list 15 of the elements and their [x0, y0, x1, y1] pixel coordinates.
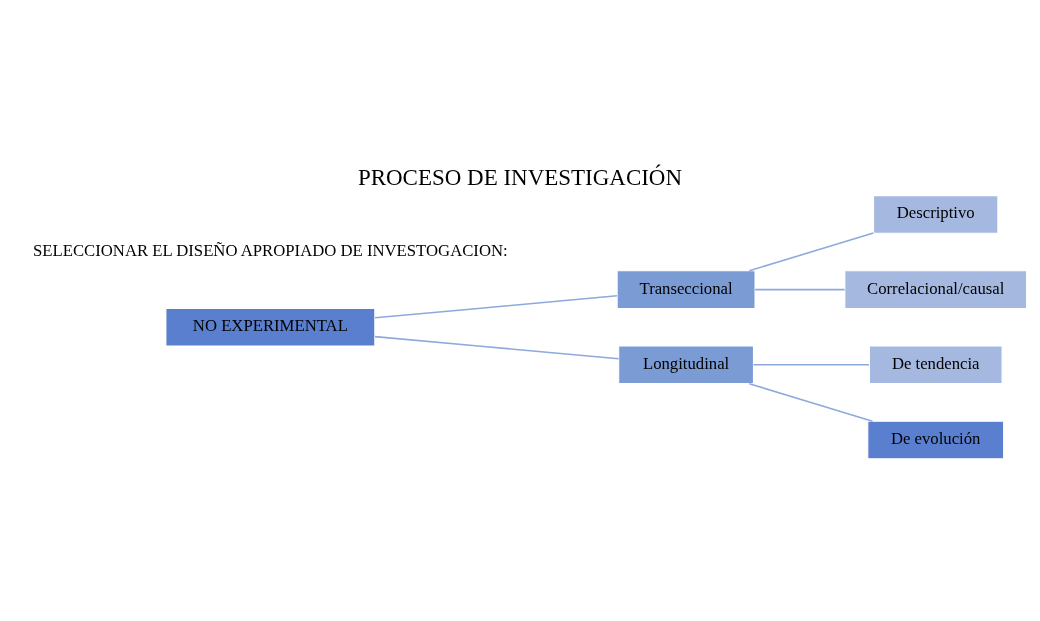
node-box: De evolución — [867, 420, 1005, 460]
node-box: Transeccional — [616, 270, 756, 309]
node-box: De tendencia — [868, 345, 1003, 385]
node-box: Correlacional/causal — [844, 270, 1028, 309]
diagram-title: PROCESO DE INVESTIGACIÓN — [357, 164, 683, 190]
connector — [748, 232, 875, 272]
connector — [752, 364, 870, 366]
connector — [374, 295, 618, 319]
connector — [754, 288, 846, 291]
connector — [748, 382, 874, 422]
node-box: Descriptivo — [873, 195, 999, 234]
connector — [374, 335, 620, 360]
label: SELECCIONAR EL DISEÑO APROPIADO DE INVESTOGACION: — [33, 240, 508, 260]
node-box: Longitudinal — [618, 345, 754, 385]
node-box: NO EXPERIMENTAL — [165, 307, 376, 347]
